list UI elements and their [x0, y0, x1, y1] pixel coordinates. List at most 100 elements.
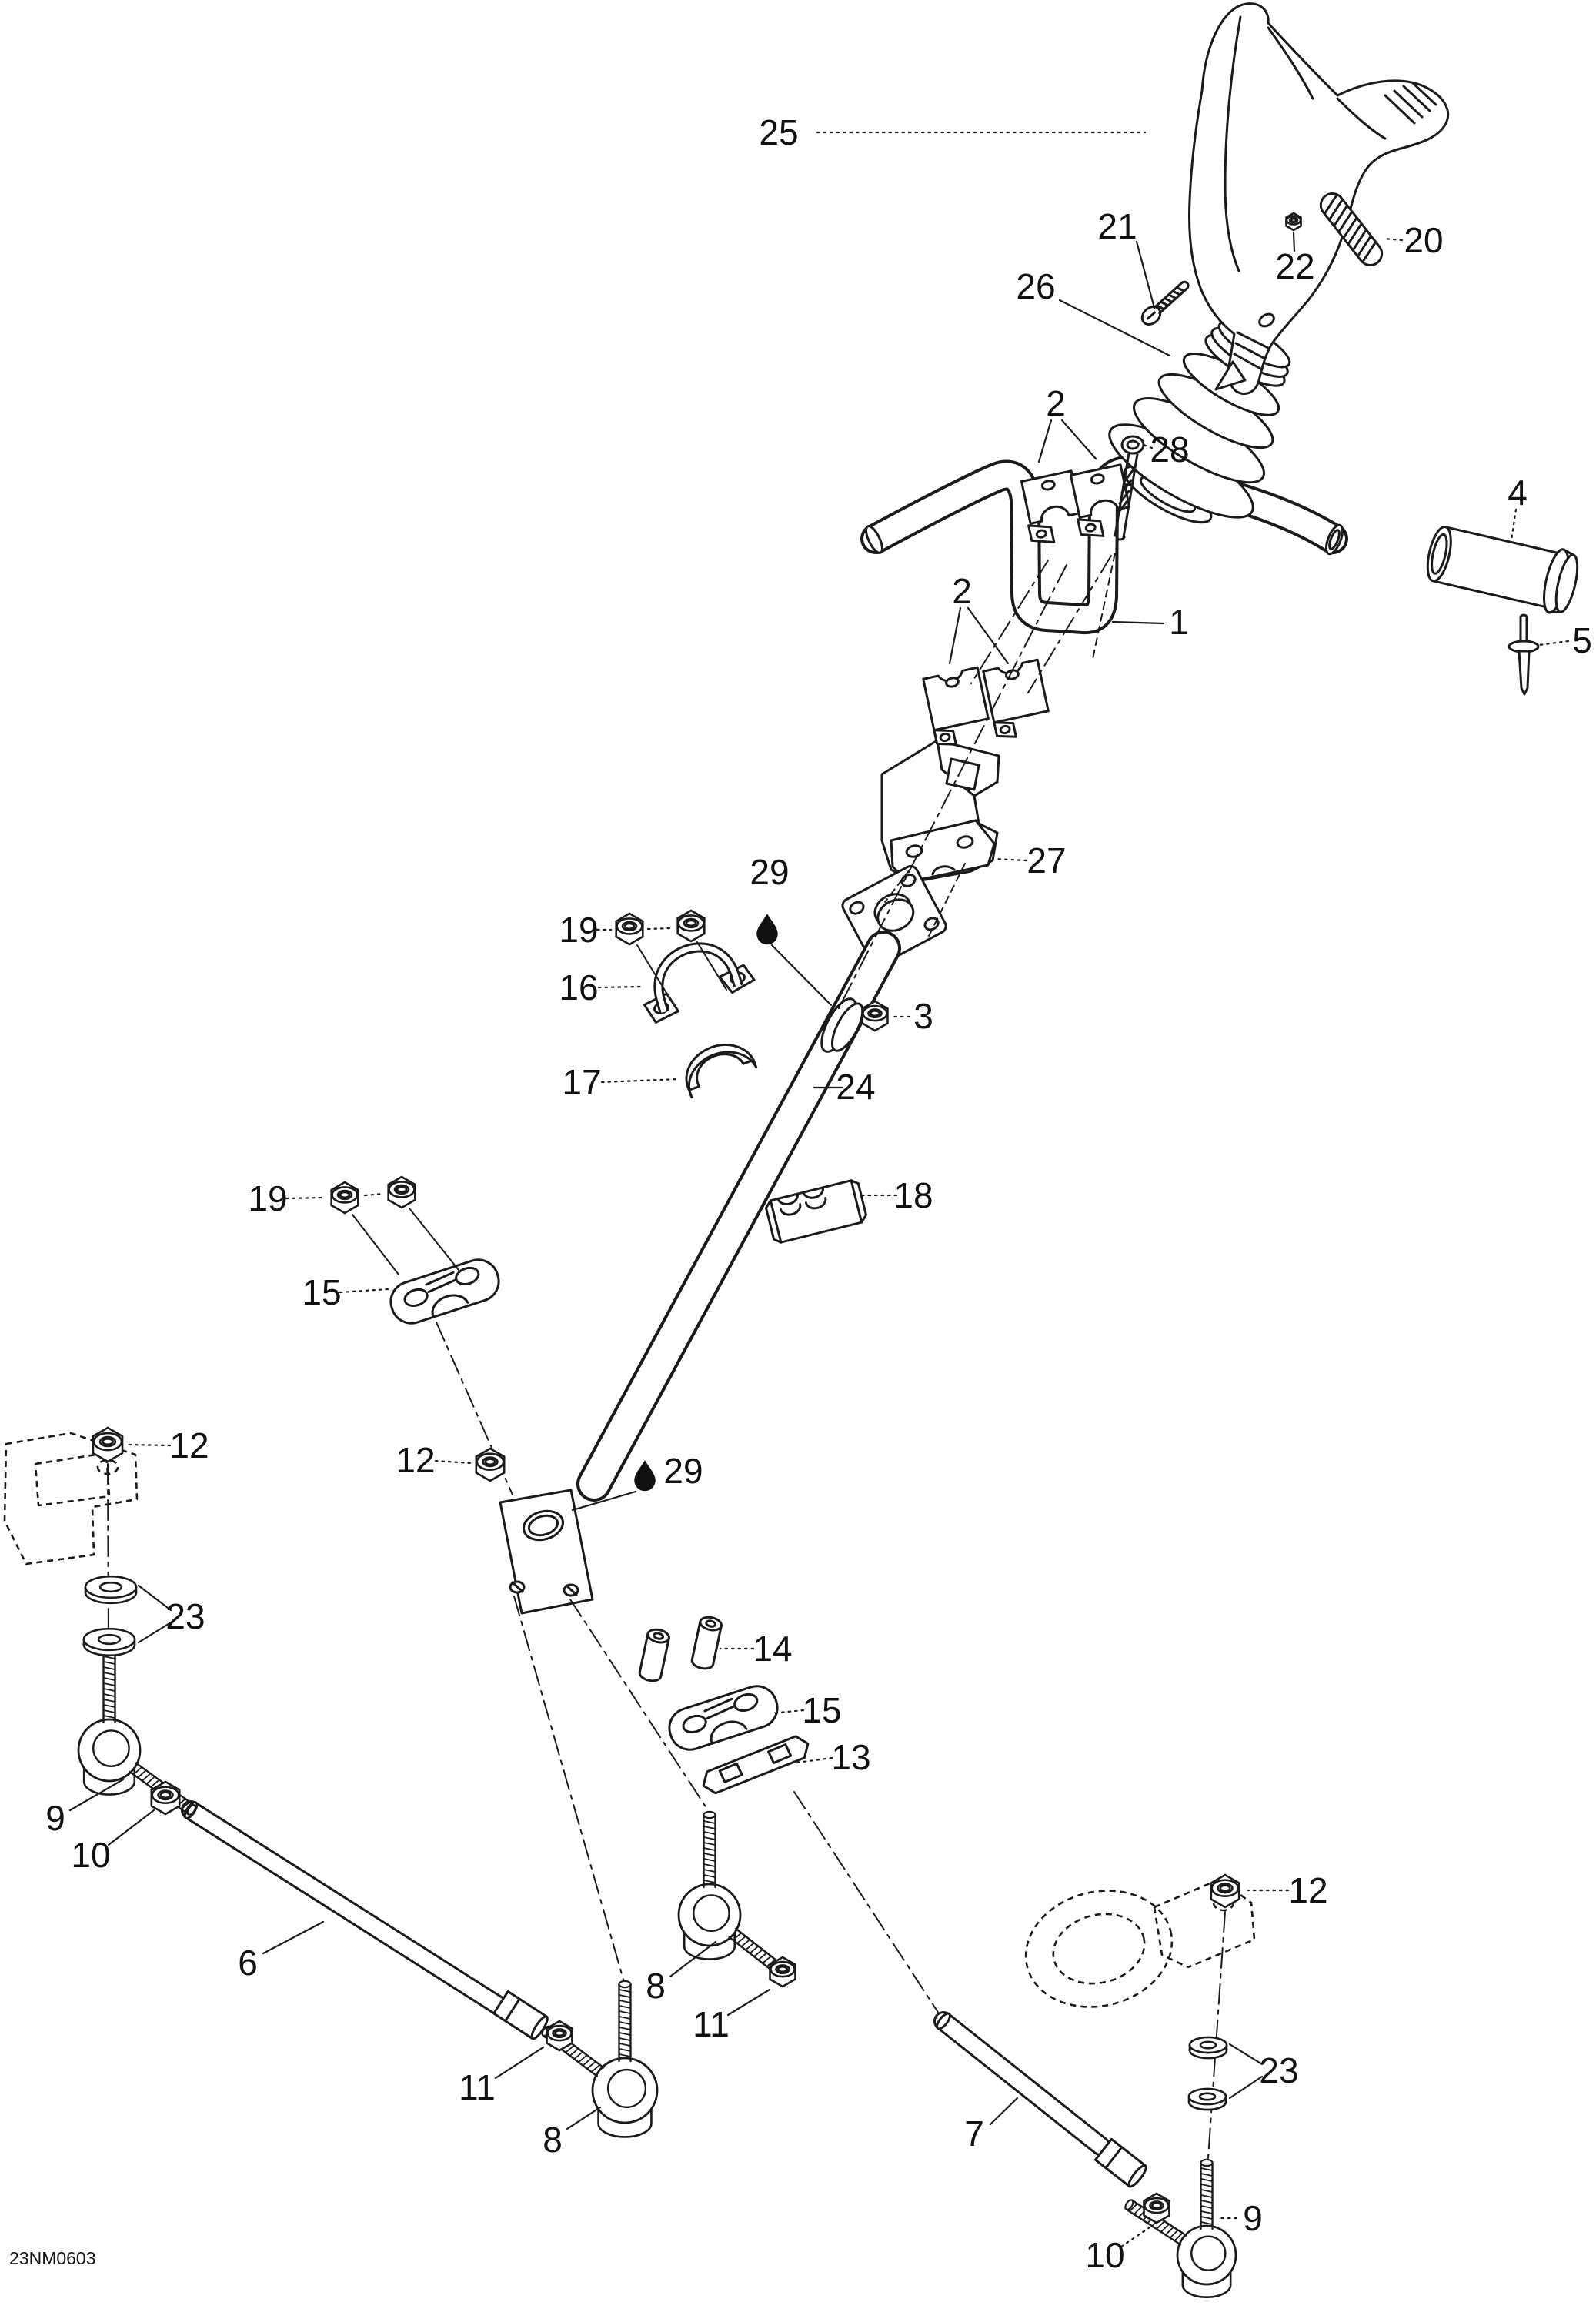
- callout-7-leader: [989, 2097, 1019, 2126]
- hex-nut: [615, 912, 644, 946]
- callout-11-left-leader: [494, 2046, 545, 2080]
- part-u-clamp: [643, 942, 756, 1024]
- callout-11-right-leader: [726, 1988, 771, 2017]
- part-bolt: [1114, 435, 1145, 541]
- washer: [82, 1627, 136, 1657]
- callout-17-leader: [600, 1078, 680, 1084]
- callout-15-upper-leader: [339, 1288, 389, 1294]
- callout-13-label: 13: [831, 1737, 870, 1777]
- hex-nut: [676, 909, 706, 943]
- part-screw: [1140, 280, 1190, 326]
- part-support-clamp-upper: [389, 1258, 500, 1325]
- callout-9-right-label: 9: [1243, 2198, 1263, 2238]
- part-bushing-spacer: [690, 1616, 723, 1670]
- callout-15-upper-label: 15: [302, 1272, 341, 1312]
- callout-17-label: 17: [562, 1062, 601, 1102]
- callout-9-left-label: 9: [45, 1798, 65, 1838]
- tie-rod-end: [1124, 2158, 1237, 2299]
- part-steering-column: [499, 864, 947, 1615]
- hex-nut: [546, 2020, 573, 2052]
- callout-19-upper-leader: [646, 927, 673, 931]
- hex-nut: [387, 1175, 416, 1209]
- callout-5-leader: [1538, 640, 1570, 647]
- callout-6-leader: [262, 1920, 325, 1955]
- callout-8-right-leader: [669, 1940, 717, 1978]
- callout-12-mid-label: 12: [396, 1440, 435, 1480]
- callout-2-lower-label: 2: [952, 571, 972, 611]
- tie-rod-end: [541, 1980, 659, 2138]
- callout-27-leader: [993, 857, 1028, 862]
- callout-23-left-leader: [137, 1621, 172, 1644]
- callout-21-leader: [1135, 240, 1156, 309]
- callout-2-upper-leader: [1060, 419, 1097, 460]
- part-bushing-spacer: [638, 1628, 670, 1682]
- hex-nut: [1210, 1873, 1240, 1909]
- callout-21-label: 21: [1097, 206, 1137, 246]
- callout-2-lower-leader: [967, 606, 1010, 665]
- part-clamp-cap-upper-left: [1020, 469, 1082, 543]
- tie-rod-end: [77, 1647, 197, 1816]
- callout-1-label: 1: [1169, 602, 1189, 642]
- callout-28-label: 28: [1150, 429, 1189, 469]
- callout-15-lower-leader: [770, 1709, 805, 1715]
- hex-nut: [150, 1780, 181, 1816]
- hex-nut: [769, 1956, 796, 1988]
- callout-10-left-label: 10: [71, 1835, 110, 1875]
- callout-23-left-leader: [137, 1584, 172, 1612]
- hex-nut: [861, 1000, 889, 1032]
- callout-11-right-label: 11: [693, 2004, 730, 2044]
- callout-29-upper-leader: [770, 944, 833, 1007]
- callout-20-leader: [1382, 237, 1404, 242]
- part-half-bushing: [685, 1044, 758, 1099]
- callout-8-center-leader: [566, 2106, 602, 2130]
- callout-24-label: 24: [836, 1067, 875, 1107]
- callout-16-label: 16: [559, 967, 598, 1007]
- part-cable-clamp: [764, 1179, 867, 1244]
- callout-25-label: 25: [759, 112, 798, 152]
- callout-29-lower-leader: [571, 1490, 637, 1512]
- hex-nut: [92, 1426, 124, 1463]
- callout-2-upper-label: 2: [1046, 383, 1066, 423]
- callout-29-upper-label: 29: [750, 852, 789, 892]
- callout-26-leader: [1058, 299, 1171, 357]
- part-spring: [1319, 192, 1384, 267]
- callout-2-upper-leader: [1037, 419, 1053, 463]
- callout-19-lower-label: 19: [248, 1178, 287, 1218]
- callout-4-label: 4: [1508, 473, 1528, 513]
- hex-nut: [475, 1447, 506, 1482]
- callout-22-label: 22: [1275, 246, 1314, 286]
- callout-12-left-label: 12: [169, 1425, 209, 1465]
- callout-14-label: 14: [753, 1629, 792, 1669]
- hex-nut: [330, 1181, 359, 1215]
- part-grip-pin: [1508, 613, 1540, 696]
- callout-23-right-label: 23: [1259, 2050, 1298, 2090]
- tie-rod-end: [677, 1810, 793, 1981]
- callout-12-right-label: 12: [1288, 1870, 1327, 1910]
- callout-27-label: 27: [1027, 840, 1066, 880]
- callout-8-center-label: 8: [543, 2120, 563, 2160]
- part-support-clamp-lower: [668, 1685, 779, 1751]
- hex-nut: [1143, 2192, 1170, 2224]
- callout-11-left-label: 11: [459, 2067, 496, 2107]
- part-clamp-base-lower-left: [922, 666, 990, 746]
- oil-drop-icon: [756, 914, 778, 945]
- callout-10-right-label: 10: [1085, 2235, 1124, 2275]
- callout-4-leader: [1510, 508, 1518, 542]
- callout-15-lower-label: 15: [802, 1690, 841, 1730]
- callout-5-label: 5: [1572, 620, 1592, 660]
- part-clamp-base-lower-right: [982, 658, 1050, 738]
- callout-26-label: 26: [1016, 266, 1055, 306]
- callout-1-leader: [1111, 620, 1165, 625]
- callout-29-lower-label: 29: [663, 1451, 703, 1491]
- part-grip: [1426, 526, 1579, 614]
- part-clamp-cap-upper-right: [1069, 463, 1131, 537]
- callout-19-lower-leader: [363, 1192, 385, 1197]
- callout-7-label: 7: [964, 2114, 984, 2154]
- callout-3-label: 3: [913, 996, 933, 1036]
- callout-19-upper-label: 19: [559, 910, 598, 950]
- hex-nut: [1285, 212, 1302, 232]
- callout-28-leader: [1137, 442, 1154, 449]
- callout-20-label: 20: [1404, 220, 1443, 260]
- callout-8-right-label: 8: [646, 1966, 666, 2006]
